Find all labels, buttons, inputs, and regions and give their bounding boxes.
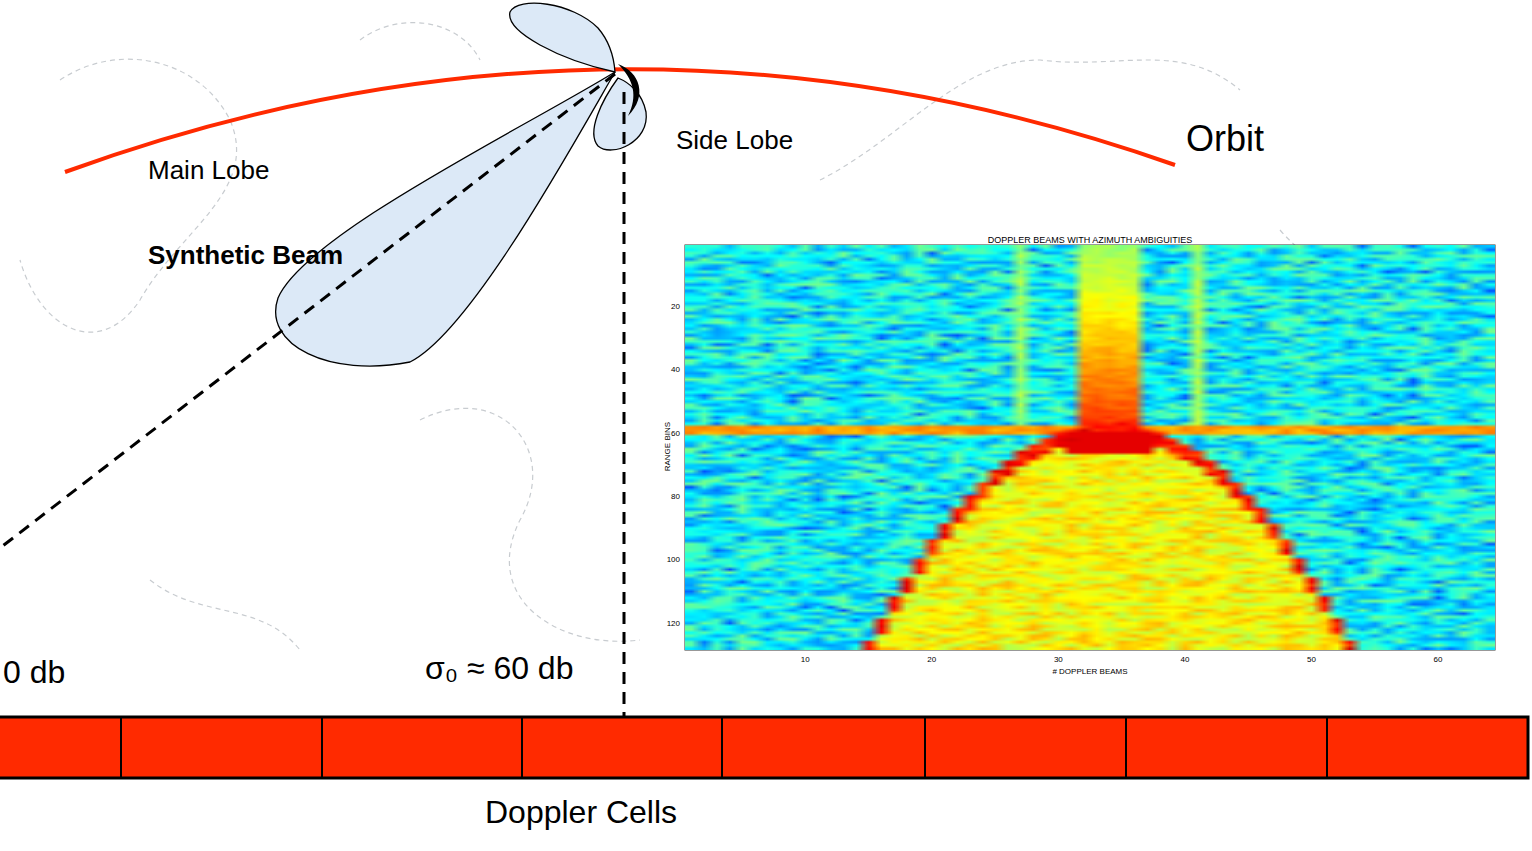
sigma-label: σ₀ ≈ 60 db (425, 650, 573, 687)
axis-title: # DOPPLER BEAMS (1052, 667, 1127, 676)
back-lobe (510, 3, 615, 72)
lobe-label: Main Lobe (148, 156, 269, 186)
nadir-line (623, 92, 626, 742)
tick-label: 10 (801, 655, 810, 664)
tick-label: 30 (1054, 655, 1063, 664)
tick-label: 20 (671, 302, 680, 311)
beam-label: Synthetic Beam (148, 241, 343, 271)
lobe-label: Side Lobe (676, 126, 793, 156)
tick-label: 80 (671, 492, 680, 501)
tick-label: 20 (927, 655, 936, 664)
tick-label: 120 (667, 619, 680, 628)
sigma-label: 0 db (3, 654, 65, 691)
satellite-antenna (618, 64, 639, 116)
tick-label: 60 (1434, 655, 1443, 664)
tick-label: 40 (1180, 655, 1189, 664)
tick-label: 100 (667, 555, 680, 564)
doppler-cells (0, 717, 1528, 778)
chart-title: DOPPLER BEAMS WITH AZIMUTH AMBIGUITIES (988, 235, 1193, 245)
doppler-heatmap (685, 245, 1495, 650)
tick-label: 40 (671, 365, 680, 374)
beam-axis (0, 74, 615, 548)
tick-label: 60 (671, 429, 680, 438)
chart-frame (685, 245, 1495, 650)
main-lobe (276, 72, 615, 366)
cells-label: Doppler Cells (485, 794, 677, 831)
tick-label: 50 (1307, 655, 1316, 664)
orbit-label: Orbit (1186, 118, 1264, 159)
